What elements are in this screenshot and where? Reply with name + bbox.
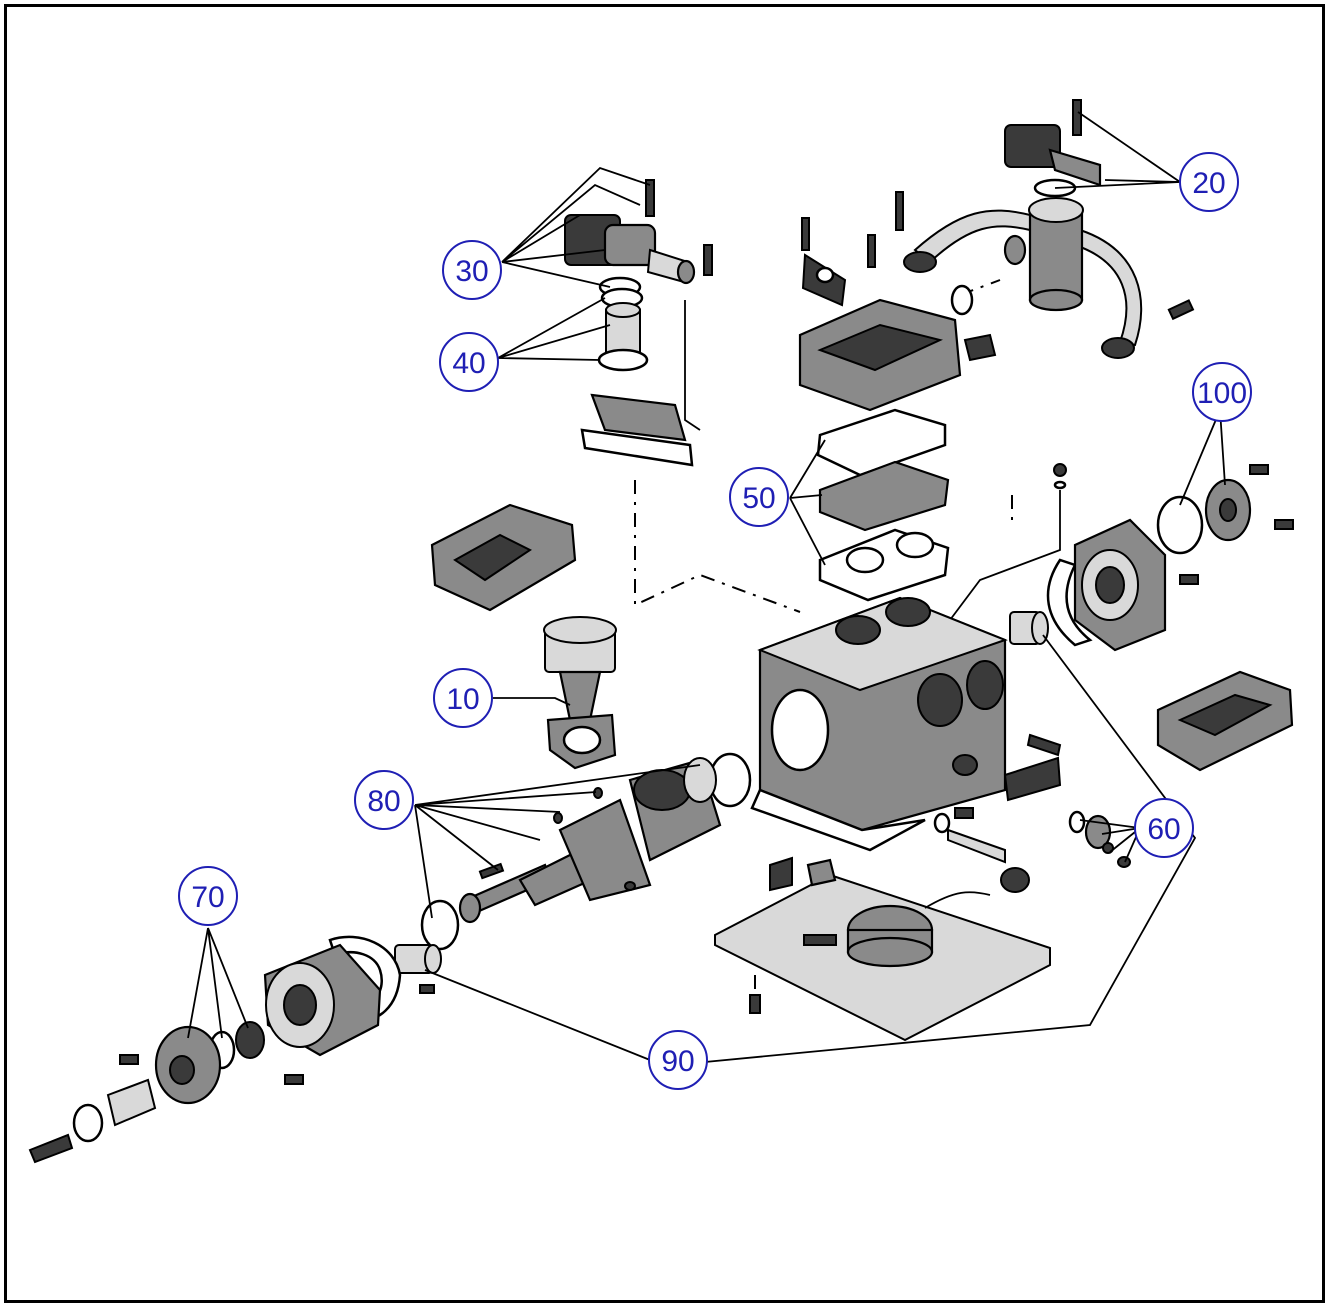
valve-plate-gaskets-part <box>816 408 950 602</box>
cylinder-head-center-part <box>798 284 997 412</box>
oil-sump-plate-part <box>714 788 1051 1042</box>
cylinder-head-left-part <box>430 503 577 612</box>
suction-flange-part <box>580 393 694 467</box>
callout-20: 20 <box>1179 152 1239 212</box>
bushing-right-part <box>1009 611 1049 645</box>
leader-lines <box>187 111 1226 1063</box>
callout-10-label: 10 <box>446 683 479 716</box>
callout-50-label: 50 <box>742 482 775 515</box>
piston-conrod-part <box>543 616 617 770</box>
head-bolts-part <box>801 191 904 307</box>
callout-60-label: 60 <box>1147 813 1180 846</box>
callouts: 10 20 30 40 50 60 70 80 <box>178 152 1252 1090</box>
suction-strainer-part <box>597 287 649 372</box>
bushing-left-part <box>394 944 442 974</box>
crankshaft-part <box>420 752 752 951</box>
discharge-valve-part <box>1004 99 1102 198</box>
callout-50: 50 <box>729 467 789 527</box>
callout-60: 60 <box>1134 798 1194 858</box>
cylinder-head-right-part <box>1156 670 1294 772</box>
callout-70: 70 <box>178 866 238 926</box>
compressor-parts <box>28 99 1294 1164</box>
callout-30: 30 <box>442 240 502 300</box>
callout-40: 40 <box>439 332 499 392</box>
callout-80: 80 <box>354 770 414 830</box>
callout-20-label: 20 <box>1192 167 1225 200</box>
callout-30-label: 30 <box>455 255 488 288</box>
suction-valve-part <box>564 179 713 298</box>
callout-70-label: 70 <box>191 881 224 914</box>
bearing-housing-right-part <box>1046 463 1294 652</box>
bearing-housing-left-part <box>28 935 435 1164</box>
callout-10: 10 <box>433 668 493 728</box>
discharge-pipe-part <box>903 197 1195 359</box>
callout-100: 100 <box>1192 362 1252 422</box>
callout-100-label: 100 <box>1197 377 1247 410</box>
callout-90: 90 <box>648 1030 708 1090</box>
callout-90-label: 90 <box>661 1045 694 1078</box>
callout-80-label: 80 <box>367 785 400 818</box>
callout-40-label: 40 <box>452 347 485 380</box>
crankcase-part <box>757 596 1008 832</box>
